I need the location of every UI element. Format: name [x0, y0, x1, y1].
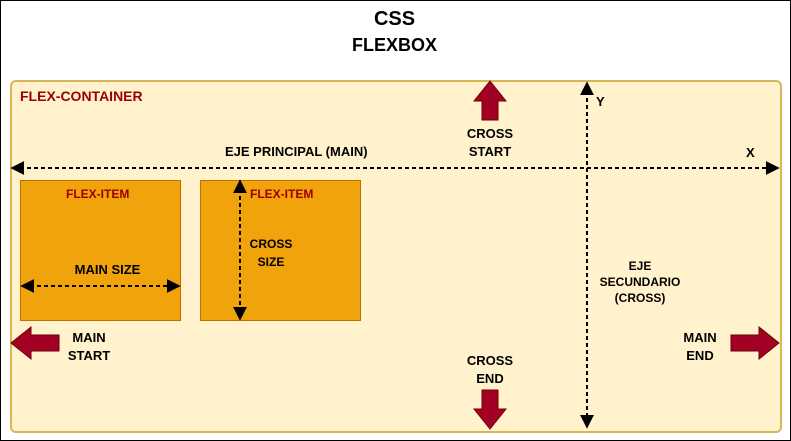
cross-start-arrow: [472, 80, 508, 121]
flex-container-label: FLEX-CONTAINER: [20, 88, 143, 104]
cross-size-line-1: CROSS: [249, 237, 293, 251]
y-axis-label: Y: [596, 94, 605, 109]
flex-item-2-label: FLEX-ITEM: [250, 187, 314, 201]
secondary-axis-line-3: (CROSS): [614, 291, 666, 305]
main-start-label: MAIN START: [54, 329, 124, 365]
title-line-2: FLEXBOX: [351, 35, 437, 55]
main-start-arrow: [10, 325, 60, 361]
title-line-1: CSS: [373, 8, 416, 30]
secondary-axis-line-2: SECUNDARIO: [599, 275, 681, 289]
cross-start-line-1: CROSS: [466, 126, 514, 141]
x-axis-label: X: [746, 145, 755, 160]
main-size-label: MAIN SIZE: [74, 262, 141, 277]
main-end-line-1: MAIN: [683, 330, 717, 345]
main-end-arrow: [730, 325, 780, 361]
main-start-line-1: MAIN: [72, 330, 106, 345]
secondary-axis-label: EJE SECUNDARIO (CROSS): [585, 258, 695, 306]
cross-size-line-2: SIZE: [257, 255, 285, 269]
cross-end-line-1: CROSS: [466, 353, 514, 368]
cross-end-line-2: END: [476, 371, 504, 386]
flex-item-2: [200, 180, 361, 321]
cross-end-arrow: [472, 389, 508, 430]
cross-end-label: CROSS END: [455, 352, 525, 388]
cross-start-label: CROSS START: [455, 125, 525, 161]
main-axis-label: EJE PRINCIPAL (MAIN): [225, 144, 368, 159]
cross-size-label: CROSS SIZE: [236, 235, 306, 271]
main-start-line-2: START: [67, 348, 111, 363]
main-end-line-2: END: [686, 348, 714, 363]
flex-item-1: [20, 180, 181, 321]
flex-item-1-label: FLEX-ITEM: [66, 187, 130, 201]
flex-container-box: [10, 80, 782, 433]
cross-start-line-2: START: [468, 144, 512, 159]
main-end-label: MAIN END: [665, 329, 735, 365]
secondary-axis-line-1: EJE: [628, 259, 652, 273]
